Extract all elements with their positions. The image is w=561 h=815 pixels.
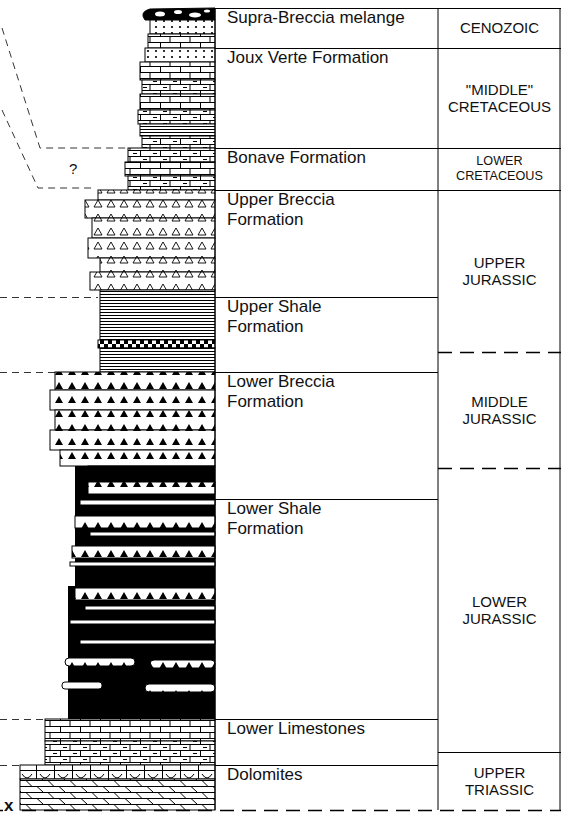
strata-shape [2, 110, 92, 188]
strata-shape [0, 719, 45, 720]
strata-shape [45, 741, 215, 765]
age-label: "MIDDLE" CRETACEOUS [444, 81, 556, 116]
strata-shape [215, 8, 561, 810]
strata-shape [155, 12, 165, 17]
table-grid [0, 8, 561, 811]
strata-shape [50, 430, 215, 450]
formation-label: Joux Verte Formation [227, 48, 389, 68]
strata-shape [138, 110, 215, 124]
strata-shape [70, 620, 215, 624]
age-label: CENOZOIC [460, 19, 539, 36]
formation-label: Bonave Formation [227, 148, 366, 168]
age-cell: LOWER JURASSIC [438, 468, 561, 752]
formation-label: Upper Shale Formation [227, 297, 377, 336]
strata-shape [55, 410, 215, 430]
formation-cell: Upper Breccia Formation [215, 190, 438, 297]
age-label: LOWER JURASSIC [450, 593, 550, 628]
age-cell: CENOZOIC [438, 8, 561, 48]
strata-shape [98, 190, 215, 200]
strata-shape [142, 136, 215, 148]
strata-shape [150, 20, 215, 34]
formation-label: Lower Breccia Formation [227, 372, 377, 411]
strata-shape [140, 62, 215, 80]
formation-cell: Lower Limestones [215, 719, 438, 765]
strata-shape [204, 10, 210, 13]
formation-cell: Lower Shale Formation [215, 499, 438, 719]
strata-shape [80, 640, 215, 644]
strata-shape [189, 13, 201, 18]
strata-shape [142, 80, 215, 94]
strata-shape [88, 238, 215, 258]
strata-shape [55, 372, 215, 390]
strata-shape [65, 658, 135, 666]
age-label: LOWER CRETACEOUS [442, 154, 558, 183]
age-label: MIDDLE JURASSIC [450, 393, 550, 428]
formation-label: Lower Limestones [227, 719, 365, 739]
strata-shape [150, 660, 215, 668]
strata-shape [75, 588, 215, 600]
strata-shape [100, 290, 215, 340]
formation-cell: Supra-Breccia melange [215, 8, 438, 48]
strata-shape [0, 810, 561, 812]
age-cell: MIDDLE JURASSIC [438, 352, 561, 468]
formation-cell: Lower Breccia Formation [215, 372, 438, 499]
strata-shape [80, 500, 215, 505]
strata-shape [85, 200, 215, 218]
strata-shape [50, 390, 215, 410]
strata-shape [100, 258, 215, 272]
strata-shape [85, 606, 215, 610]
strata-shape [20, 765, 215, 779]
strata-shape [62, 682, 102, 689]
strata-shape [2, 28, 128, 148]
strata-shape [0, 372, 55, 373]
correlation-lines [0, 28, 128, 766]
strata-shape [90, 532, 215, 536]
strata-shape [70, 562, 215, 566]
age-cell: UPPER TRIASSIC [438, 752, 561, 810]
strata-shape [174, 10, 182, 14]
age-cell: "MIDDLE" CRETACEOUS [438, 48, 561, 148]
strata-shape [0, 297, 98, 298]
strata-shape [75, 516, 215, 528]
strata-shape [145, 48, 215, 62]
strata-shape [125, 162, 215, 176]
strata-shape [0, 765, 20, 766]
formation-label: Dolomites [227, 765, 303, 785]
strata-shape [90, 272, 215, 290]
section-marker: x [3, 797, 14, 814]
strata-shape [100, 348, 215, 372]
strata-shape [92, 218, 215, 238]
formation-cell: Bonave Formation [215, 148, 438, 190]
strata-shape [88, 482, 215, 494]
strata-shape [72, 546, 215, 558]
query-mark: ? [68, 161, 78, 176]
formation-cell: Dolomites [215, 765, 438, 810]
age-cell: UPPER JURASSIC [438, 190, 561, 352]
strata-shape [128, 176, 215, 190]
formation-label: Lower Shale Formation [227, 499, 377, 538]
age-label: UPPER TRIASSIC [450, 764, 550, 799]
rock-beds [20, 8, 215, 810]
age-label: UPPER JURASSIC [450, 254, 550, 289]
strata-shape [140, 124, 215, 136]
strata-shape [20, 779, 215, 810]
formation-label: Supra-Breccia melange [227, 8, 405, 28]
strata-shape [215, 49, 561, 766]
strata-shape [45, 719, 215, 741]
strata-shape [145, 684, 215, 692]
strata-shape [98, 340, 215, 348]
age-cell: LOWER CRETACEOUS [438, 148, 561, 190]
strata-shape [128, 148, 215, 162]
formation-label: Upper Breccia Formation [227, 190, 377, 229]
formation-cell: Joux Verte Formation [215, 48, 438, 148]
strata-shape [438, 353, 561, 469]
strata-shape [60, 450, 215, 466]
strata-shape [143, 8, 215, 20]
strata-shape [140, 94, 215, 110]
formation-cell: Upper Shale Formation [215, 297, 438, 372]
strata-shape [148, 34, 215, 48]
